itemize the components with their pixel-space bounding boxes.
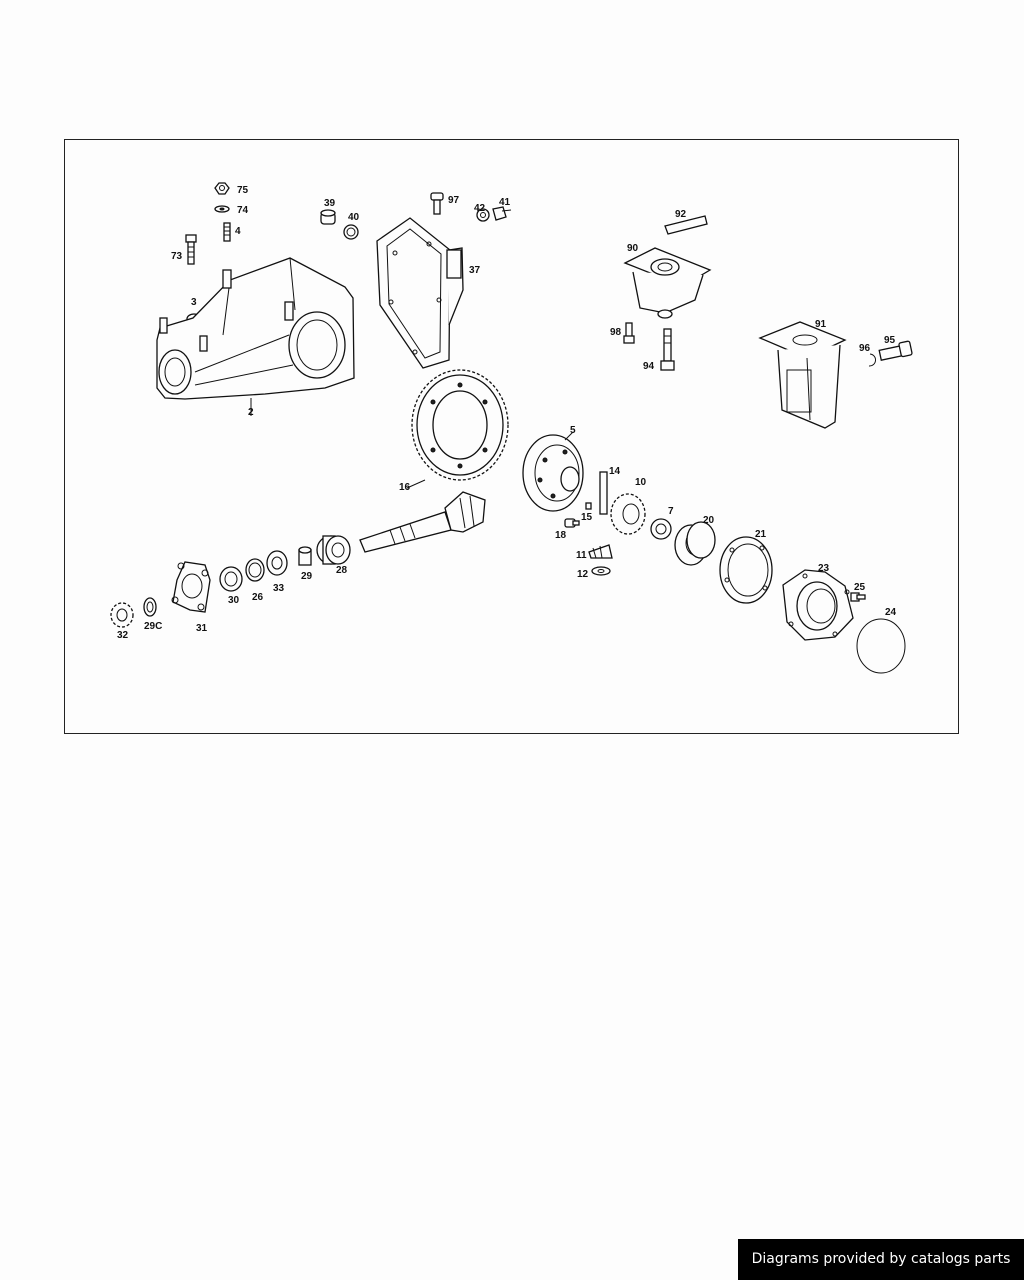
part-5-diff-case <box>522 434 584 512</box>
label-2: 2 <box>248 407 254 418</box>
part-28-bearing <box>316 535 351 565</box>
label-16: 16 <box>399 482 411 493</box>
credit-badge: Diagrams provided by catalogs parts <box>738 1239 1024 1280</box>
part-24-o-ring <box>856 618 906 674</box>
label-29c: 29C <box>144 621 162 632</box>
part-16-ring-gear <box>411 369 509 481</box>
label-32: 32 <box>117 630 129 641</box>
label-14: 14 <box>609 466 621 477</box>
label-90: 90 <box>627 243 639 254</box>
part-29-spacer <box>298 546 312 566</box>
part-92-plate <box>664 215 708 235</box>
label-4: 4 <box>235 226 241 237</box>
label-94: 94 <box>643 361 655 372</box>
part-18-bolt <box>564 518 580 528</box>
label-30: 30 <box>228 595 240 606</box>
part-41-bolt <box>492 206 512 221</box>
part-23-side-cover <box>782 569 854 641</box>
part-32-nut <box>110 602 134 628</box>
label-11: 11 <box>576 550 587 561</box>
label-23: 23 <box>818 563 830 574</box>
label-18: 18 <box>555 530 567 541</box>
part-96-clip <box>868 353 876 367</box>
part-26-washer <box>245 558 265 582</box>
part-15-clip <box>585 502 592 510</box>
part-14-pin <box>599 471 608 515</box>
part-20-bearing <box>674 521 716 566</box>
part-21-gasket <box>719 536 773 604</box>
part-42-washer <box>476 208 490 222</box>
label-7: 7 <box>668 506 674 517</box>
part-74-washer <box>214 205 230 213</box>
part-10-side-gear <box>610 493 646 535</box>
label-5: 5 <box>570 425 576 436</box>
label-39: 39 <box>324 198 336 209</box>
label-10: 10 <box>635 477 647 488</box>
label-40: 40 <box>348 212 360 223</box>
part-91-bracket <box>758 321 847 429</box>
part-16-pinion-shaft <box>359 491 486 553</box>
part-11-spider-gear <box>588 544 613 559</box>
part-29c-ring <box>143 597 157 617</box>
label-92: 92 <box>675 209 687 220</box>
part-90-mount <box>623 247 712 319</box>
part-94-bolt <box>660 328 675 371</box>
label-3: 3 <box>191 297 197 308</box>
part-98-bolt <box>623 322 635 344</box>
label-25: 25 <box>854 582 866 593</box>
part-31-flange <box>171 561 211 613</box>
label-98: 98 <box>610 327 622 338</box>
part-97-breather <box>430 192 444 215</box>
part-12-washer <box>591 566 611 576</box>
label-15: 15 <box>581 512 593 523</box>
part-4-stud <box>223 222 231 242</box>
label-74: 74 <box>237 205 249 216</box>
part-73-bolt <box>185 234 197 265</box>
label-21: 21 <box>755 529 767 540</box>
label-75: 75 <box>237 185 249 196</box>
label-33: 33 <box>273 583 285 594</box>
label-29: 29 <box>301 571 313 582</box>
label-42: 42 <box>474 203 486 214</box>
part-37-cover <box>376 217 464 369</box>
part-25-bolt <box>850 592 866 602</box>
label-28: 28 <box>336 565 348 576</box>
label-24: 24 <box>885 607 897 618</box>
label-97: 97 <box>448 195 460 206</box>
label-95: 95 <box>884 335 896 346</box>
part-95-bolt <box>878 340 913 361</box>
label-26: 26 <box>252 592 264 603</box>
part-75-nut <box>214 182 230 195</box>
part-7-washer <box>650 518 672 540</box>
label-31: 31 <box>196 623 208 634</box>
part-2-housing <box>156 257 355 400</box>
part-33-bearing <box>266 550 288 576</box>
label-37: 37 <box>469 265 481 276</box>
part-labels: 75 74 4 73 3 2 39 40 97 42 41 37 92 90 9… <box>117 185 897 641</box>
exploded-diagram: 75 74 4 73 3 2 39 40 97 42 41 37 92 90 9… <box>110 182 913 674</box>
part-30-seal <box>219 566 243 592</box>
label-12: 12 <box>577 569 589 580</box>
label-20: 20 <box>703 515 715 526</box>
label-73: 73 <box>171 251 183 262</box>
part-39-plug <box>320 209 336 225</box>
parts-diagram-frame: 75 74 4 73 3 2 39 40 97 42 41 37 92 90 9… <box>64 139 959 734</box>
label-41: 41 <box>499 197 511 208</box>
part-40-ring <box>343 224 359 240</box>
label-96: 96 <box>859 343 871 354</box>
label-91: 91 <box>815 319 827 330</box>
